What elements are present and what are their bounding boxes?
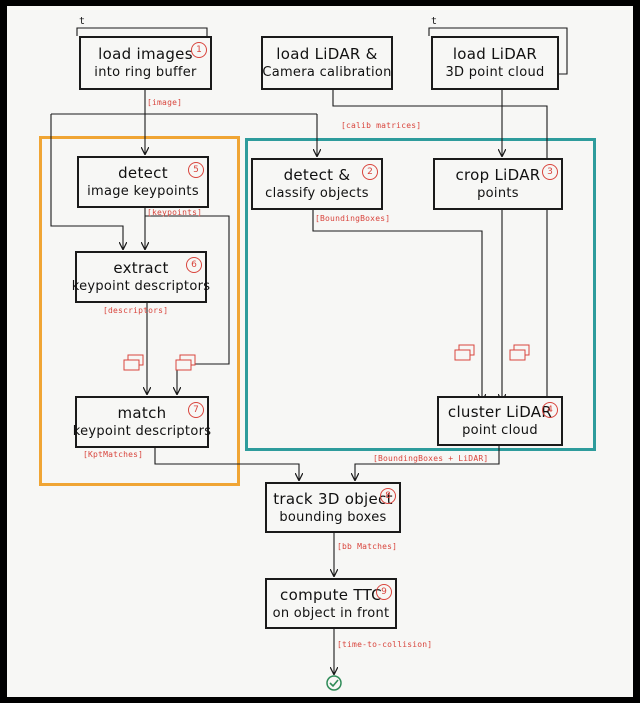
keypoints-tag: [keypoints] xyxy=(147,208,203,217)
load-lidar-calibration-box: load LiDAR & Camera calibration xyxy=(261,36,393,90)
step-number-badge: 7 xyxy=(188,402,204,418)
compute-ttc-box: compute TTC on object in front 9 xyxy=(265,578,397,629)
step-number-badge: 8 xyxy=(380,488,396,504)
time-to-collision-tag: [time-to-collision] xyxy=(337,640,433,649)
connector-lines xyxy=(50,27,568,697)
bb-matches-tag: [bb Matches] xyxy=(337,542,398,551)
bounding-boxes-tag: [BoundingBoxes] xyxy=(315,214,391,223)
kpt-matches-tag: [KptMatches] xyxy=(83,450,144,459)
frame-stack-icon xyxy=(175,354,196,371)
lidar-pipeline-group xyxy=(245,138,596,451)
bounding-boxes-lidar-tag: [BoundingBoxes + LiDAR] xyxy=(373,454,489,463)
step-number-badge: 6 xyxy=(186,257,202,273)
load-lidar-point-cloud-box: load LiDAR 3D point cloud xyxy=(431,36,559,90)
loop-time-label: t xyxy=(79,16,86,27)
frame-stack-icon xyxy=(454,344,475,361)
step-number-badge: 1 xyxy=(191,42,207,58)
detect-classify-objects-box: detect & classify objects 2 xyxy=(251,158,383,210)
step-number-badge: 9 xyxy=(376,584,392,600)
detect-keypoints-box: detect image keypoints 5 xyxy=(77,156,209,208)
frame-stack-icon xyxy=(509,344,530,361)
step-number-badge: 5 xyxy=(188,162,204,178)
cluster-lidar-box: cluster LiDAR point cloud 4 xyxy=(437,396,563,446)
step-number-badge: 3 xyxy=(542,164,558,180)
loop-time-label: t xyxy=(431,16,438,27)
camera-pipeline-group xyxy=(39,136,240,486)
extract-descriptors-box: extract keypoint descriptors 6 xyxy=(72,251,210,303)
match-descriptors-box: match keypoint descriptors 7 xyxy=(73,396,211,448)
image-tag: [image] xyxy=(147,98,183,107)
diagram-canvas: t t load images into ring buffer 1 load … xyxy=(7,6,633,697)
descriptors-tag: [descriptors] xyxy=(103,306,169,315)
calib-matrices-tag: [calib matrices] xyxy=(341,121,422,130)
step-number-badge: 4 xyxy=(542,402,558,418)
crop-lidar-points-box: crop LiDAR points 3 xyxy=(433,158,563,210)
track-3d-object-box: track 3D object bounding boxes 8 xyxy=(265,482,401,533)
step-number-badge: 2 xyxy=(362,164,378,180)
frame-stack-icon xyxy=(123,354,144,371)
check-circle-icon xyxy=(326,675,342,691)
load-images-box: load images into ring buffer 1 xyxy=(79,36,212,90)
